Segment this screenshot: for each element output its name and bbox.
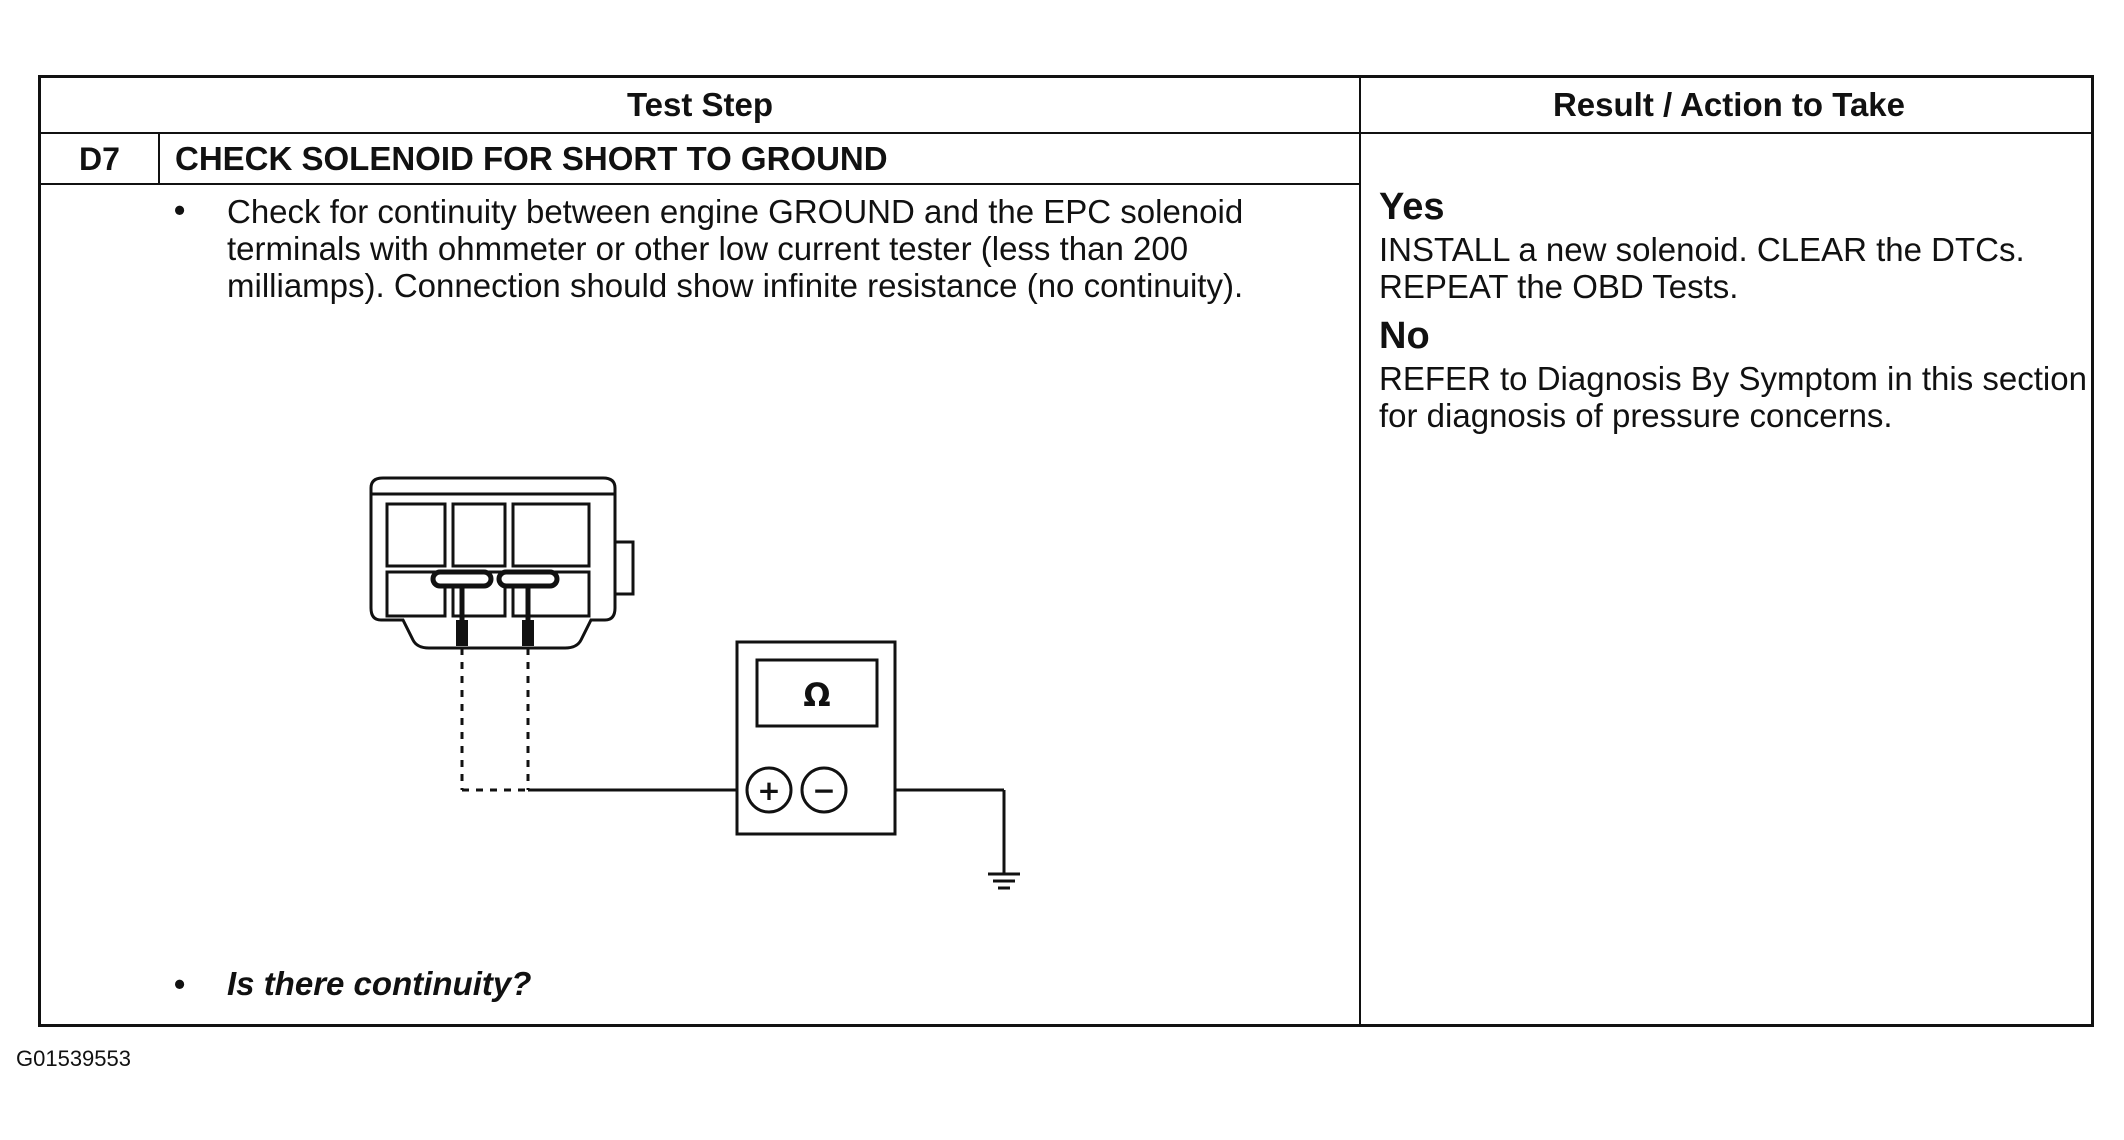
column-divider <box>1359 78 1361 1024</box>
instruction-text: Check for continuity between engine GROU… <box>227 193 1244 304</box>
step-title-divider <box>41 183 1359 185</box>
plus-terminal <box>745 766 793 814</box>
result-yes-text: INSTALL a new solenoid. CLEAR the DTCs. … <box>1379 231 2025 305</box>
result-yes-label: Yes <box>1379 186 1445 228</box>
result-no-text: REFER to Diagnosis By Symptom in this se… <box>1379 360 2087 434</box>
result-no-label: No <box>1379 315 1430 357</box>
plus-symbol: + <box>757 774 780 807</box>
test-leads <box>460 648 1006 874</box>
ohmmeter-icon: Ω + − <box>735 640 897 836</box>
step-id: D7 <box>79 141 120 177</box>
test-diagram: Ω + − <box>369 470 1049 910</box>
header-divider <box>41 132 2091 134</box>
ground-symbol-icon <box>988 872 1020 890</box>
ohm-symbol: Ω <box>803 676 830 714</box>
step-title: CHECK SOLENOID FOR SHORT TO GROUND <box>175 140 888 177</box>
connector-icon <box>369 476 635 650</box>
header-test-step: Test Step <box>626 86 774 123</box>
figure-id: G01539553 <box>16 1046 131 1071</box>
step-id-divider <box>158 132 160 185</box>
minus-terminal <box>800 766 848 814</box>
header-result-action: Result / Action to Take <box>1552 86 1906 123</box>
bullet-instruction: • <box>174 192 186 228</box>
bullet-question: • <box>174 966 186 1002</box>
question-text: Is there continuity? <box>227 965 532 1002</box>
test-step-table: Test Step Result / Action to Take D7 CHE… <box>38 75 2094 1027</box>
minus-symbol: − <box>812 774 835 807</box>
